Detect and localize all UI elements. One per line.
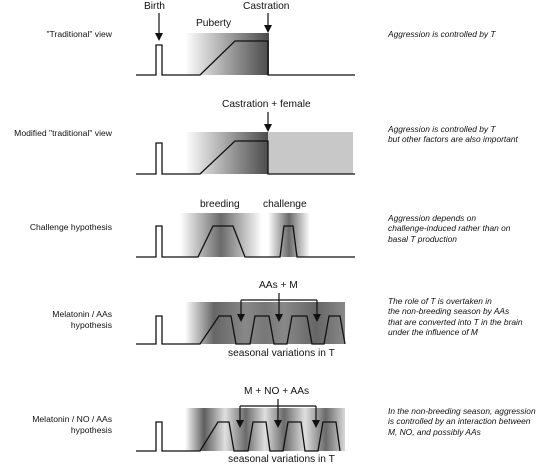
description-melatonin-no-aas: In the non-breeding season, aggression i…	[388, 406, 536, 437]
breeding-shading	[180, 213, 262, 257]
row-label-challenge: Challenge hypothesis	[29, 222, 112, 232]
label-castration-female: Castration + female	[222, 99, 311, 110]
seasonal-shading	[185, 408, 345, 451]
testosterone-curve	[136, 225, 355, 258]
label-seasonal-variations: seasonal variations in T	[228, 454, 335, 465]
label-aas-m: AAs + M	[259, 280, 298, 291]
label-breeding: breeding	[200, 199, 240, 210]
label-puberty: Puberty	[196, 18, 232, 29]
testosterone-curve	[136, 421, 341, 452]
description-traditional: Aggression is controlled by T	[388, 29, 496, 39]
arrowhead-left	[237, 314, 245, 322]
label-birth: Birth	[144, 1, 165, 12]
row-label-traditional: "Traditional" view	[46, 29, 113, 39]
puberty-shading	[185, 33, 269, 75]
row-5-diagram	[136, 399, 345, 452]
label-challenge: challenge	[263, 199, 307, 210]
castration-female-shading	[268, 132, 353, 174]
row-label-melatonin-aas: Melatonin / AAs hypothesis	[52, 309, 112, 330]
castration-female-arrowhead	[264, 124, 272, 132]
castration-arrowhead	[264, 25, 272, 33]
birth-arrowhead	[155, 33, 163, 41]
description-challenge: Aggression depends on challenge-induced …	[388, 213, 511, 244]
arrowhead-right	[313, 314, 321, 322]
testosterone-curve	[136, 140, 355, 175]
arrowhead-middle	[274, 420, 282, 428]
puberty-shading	[185, 132, 269, 174]
testosterone-curve	[136, 40, 355, 76]
row-3-diagram	[136, 213, 355, 258]
row-1-diagram	[136, 13, 355, 76]
challenge-shading	[268, 213, 310, 257]
arrowhead-right	[312, 420, 320, 428]
row-2-diagram	[136, 112, 355, 175]
label-m-no-aas: M + NO + AAs	[244, 386, 310, 397]
row-label-modified-traditional: Modified "traditional" view	[14, 128, 112, 138]
arrowhead-middle	[275, 314, 283, 322]
label-seasonal-variations: seasonal variations in T	[228, 348, 335, 359]
row-4-diagram	[136, 293, 346, 345]
row-label-melatonin-no-aas: Melatonin / NO / AAs hypothesis	[32, 414, 112, 435]
label-castration: Castration	[243, 1, 290, 12]
description-melatonin-aas: The role of T is overtaken in the non-br…	[388, 296, 523, 338]
arrowhead-left	[236, 420, 244, 428]
testosterone-curve	[136, 315, 346, 345]
description-modified-traditional: Aggression is controlled by T but other …	[388, 124, 518, 145]
seasonal-shading	[185, 302, 345, 344]
